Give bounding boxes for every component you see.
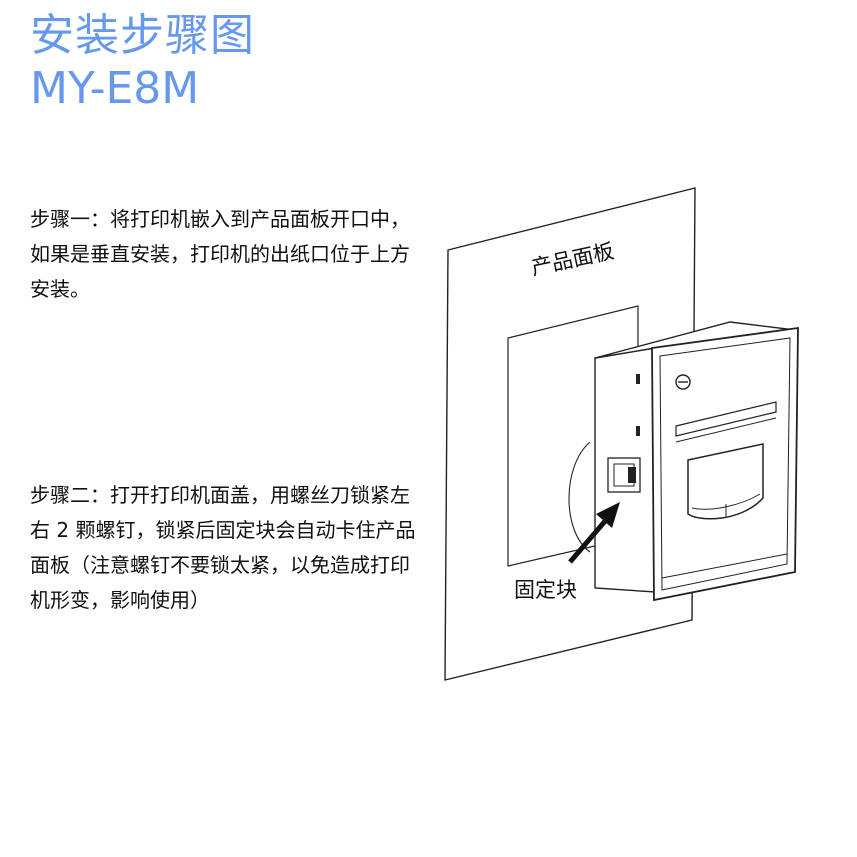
side-screw-top	[636, 374, 640, 384]
printer-front-frame	[659, 337, 791, 591]
model-number: MY-E8M	[30, 63, 200, 114]
paper-window	[687, 443, 764, 520]
side-screw-bottom	[636, 426, 640, 436]
clamp-block-label: 固定块	[514, 578, 577, 602]
clamp-arrow-head	[596, 502, 620, 528]
step-two-text: 步骤二：打开打印机面盖，用螺丝刀锁紧左右 2 颗螺钉，锁紧后固定块会自动卡住产品…	[30, 483, 416, 612]
clamp-arrow	[568, 518, 608, 564]
step-one-text: 步骤一：将打印机嵌入到产品面板开口中，如果是垂直安装，打印机的出纸口位于上方安装…	[30, 207, 410, 301]
printer-back-curve	[568, 441, 591, 553]
installation-diagram: 产品面板 固定块	[444, 187, 799, 681]
paper-exit-slot	[675, 401, 777, 437]
page-title: 安装步骤图	[30, 10, 255, 61]
